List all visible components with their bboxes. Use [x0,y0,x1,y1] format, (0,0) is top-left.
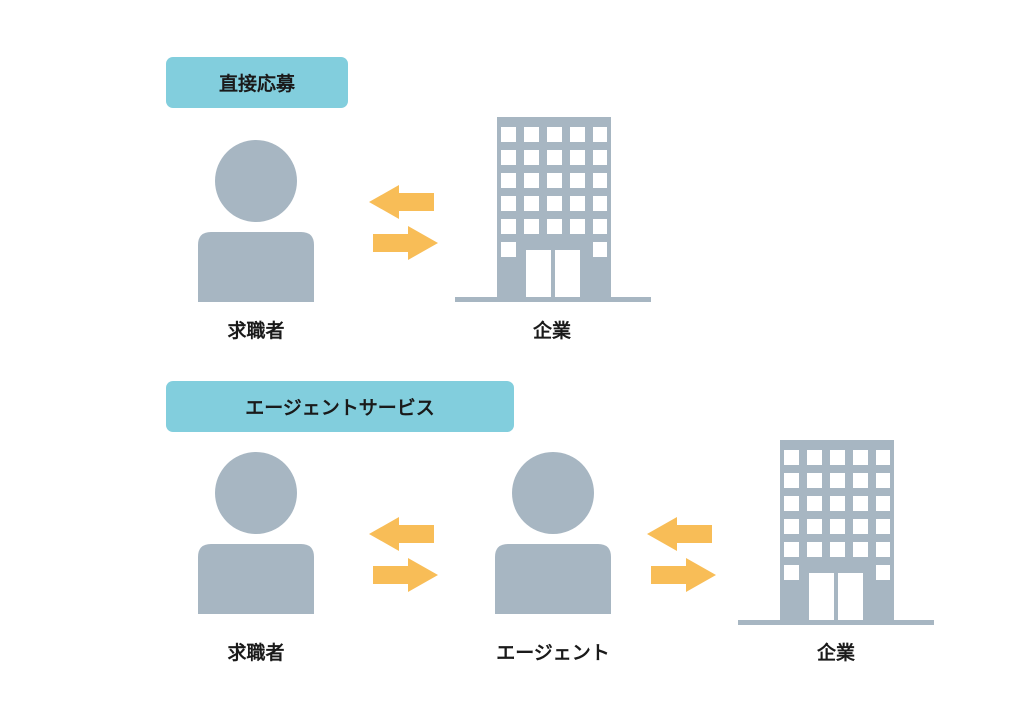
arrow-right-icon [373,558,438,592]
job-seeker-label: 求職者 [227,642,285,664]
job-seeker-person-icon [198,140,314,302]
arrow-left-icon [369,185,434,219]
company-building-icon [780,440,894,621]
company-label: 企業 [816,642,855,664]
agent-label: エージェント [496,642,610,664]
arrow-left-icon [647,517,712,551]
agent-person-icon [495,452,611,614]
agent-service-title: エージェントサービス [245,397,435,419]
company-label: 企業 [532,320,571,342]
agent-service-tag: エージェントサービス [166,381,514,432]
job-seeker-person-icon [198,452,314,614]
company-building-icon [497,117,611,298]
direct-application-tag: 直接応募 [166,57,348,108]
direct-application-title: 直接応募 [218,73,295,95]
arrow-left-icon [369,517,434,551]
arrow-right-icon [651,558,716,592]
job-seeker-label: 求職者 [227,320,285,342]
ground-line [455,297,651,302]
arrow-right-icon [373,226,438,260]
ground-line [738,620,934,625]
